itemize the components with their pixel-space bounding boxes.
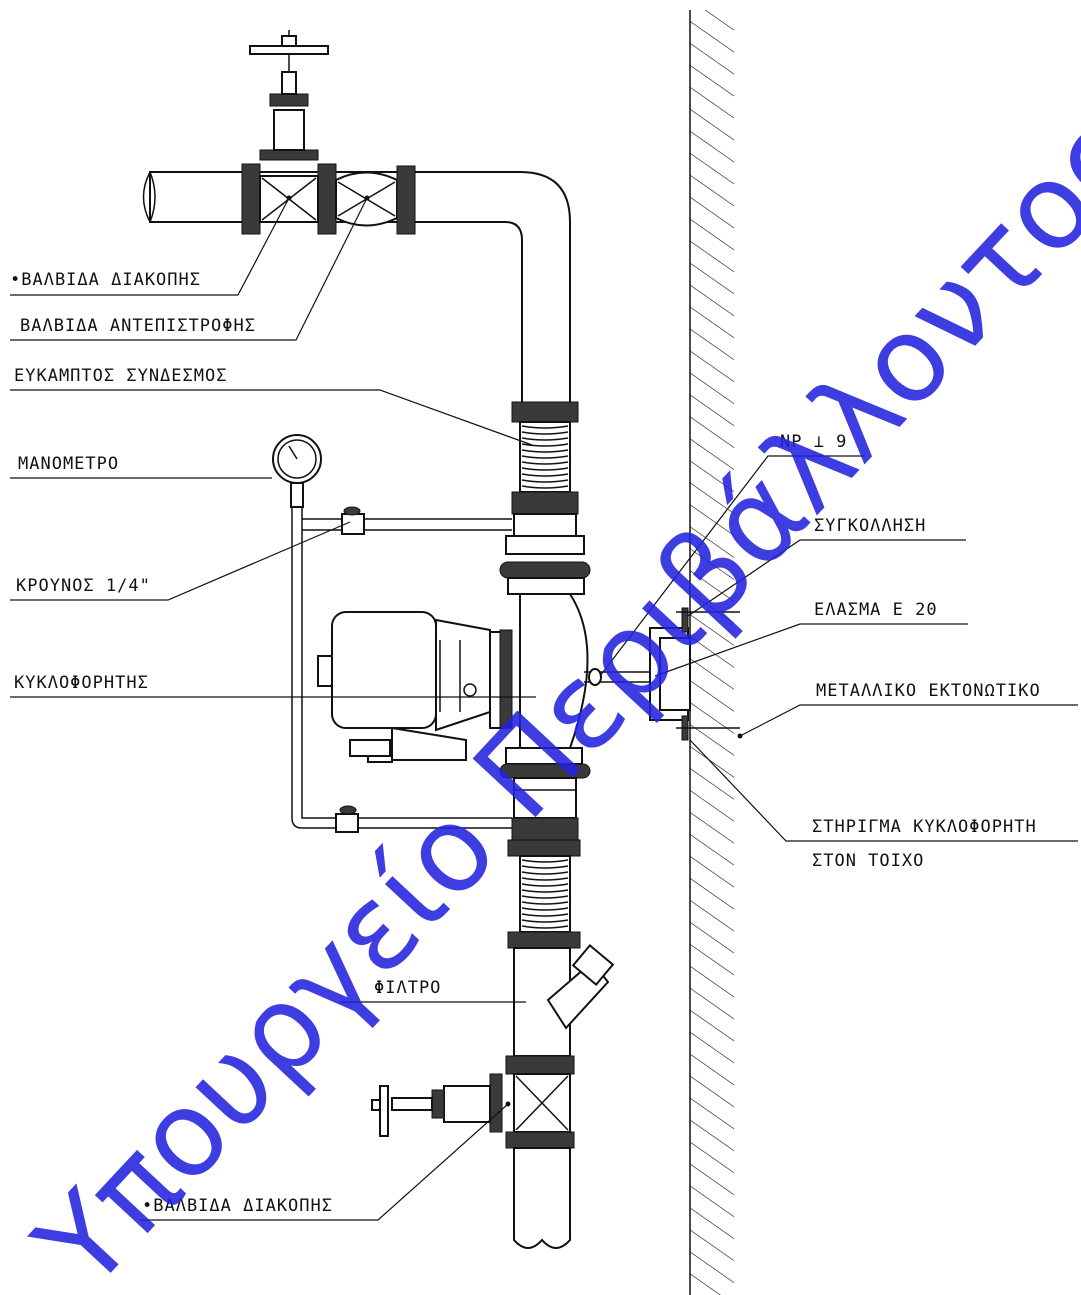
label-filter: ΦΙΛΤΡΟ [374, 978, 441, 998]
label-tap: ΚΡΟΥΝΟΣ 1/4" [16, 576, 151, 596]
bellows-ridge [521, 859, 569, 863]
bellows-ridge [521, 895, 569, 899]
bellows-ridge [521, 431, 569, 435]
bellows-ridge [521, 449, 569, 453]
bellows-ridge [521, 877, 569, 881]
bellows-ridge [521, 913, 569, 917]
label-stop-valve-bottom: •ΒΑΛΒΙΔΑ ΔΙΑΚΟΠΗΣ [142, 1196, 333, 1216]
circulator-motor [317, 611, 513, 763]
bellows-ridge [521, 485, 569, 489]
bellows-ridge [521, 455, 569, 459]
label-support-line2: ΣΤΟΝ ΤΟΙΧΟ [812, 851, 924, 871]
filter [513, 943, 615, 1057]
bottom-stop-valve [371, 1055, 575, 1249]
label-anchor: ΜΕΤΑΛΛΙΚΟ ΕΚΤΟΝΩΤΙΚΟ [816, 681, 1041, 701]
bellows-ridge [521, 919, 569, 923]
label-stop-valve-top: •ΒΑΛΒΙΔΑ ΔΙΑΚΟΠΗΣ [10, 270, 201, 290]
label-check-valve: ΒΑΛΒΙΔΑ ΑΝΤΕΠΙΣΤΡΟΦΗΣ [20, 316, 256, 336]
bellows-ridge [521, 901, 569, 905]
label-np-code: ΝΡ ⟂ 9 [780, 432, 847, 452]
label-weld: ΣΥΓΚΟΛΛΗΣΗ [814, 516, 926, 536]
wall-bracket [584, 607, 740, 741]
bellows-ridge [521, 871, 569, 875]
bellows-ridge [521, 925, 569, 929]
bellows-ridge [521, 473, 569, 477]
bellows-ridge [521, 883, 569, 887]
bypass-line [291, 506, 512, 833]
bellows-ridge [521, 461, 569, 465]
flexible-joint-top [511, 401, 579, 515]
manometer [272, 434, 322, 508]
bellows-ridge [521, 437, 569, 441]
bellows-ridge [521, 889, 569, 893]
bellows-ridge [521, 865, 569, 869]
top-stop-valve [241, 30, 337, 235]
label-flexible-joint: ΕΥΚΑΜΠΤΟΣ ΣΥΝΔΕΣΜΟΣ [14, 366, 227, 386]
label-support-line1: ΣΤΗΡΙΓΜΑ ΚΥΚΛΟΦΟΡΗΤΗ [812, 817, 1037, 837]
bellows-ridge [521, 425, 569, 429]
bellows-ridge [521, 479, 569, 483]
label-manometer: ΜΑΝΟΜΕΤΡΟ [18, 454, 119, 474]
wall [689, 10, 734, 1295]
label-circulator: ΚΥΚΛΟΦΟΡΗΤΗΣ [14, 673, 149, 693]
label-plate: ΕΛΑΣΜΑ Ε 20 [814, 600, 938, 620]
flexible-joint-bottom [507, 839, 581, 949]
pump-body [499, 513, 591, 841]
bellows-ridge [521, 907, 569, 911]
check-valve [335, 165, 416, 235]
bellows-ridge [521, 467, 569, 471]
bellows-ridge [521, 443, 569, 447]
leader-lines [10, 195, 1078, 1221]
